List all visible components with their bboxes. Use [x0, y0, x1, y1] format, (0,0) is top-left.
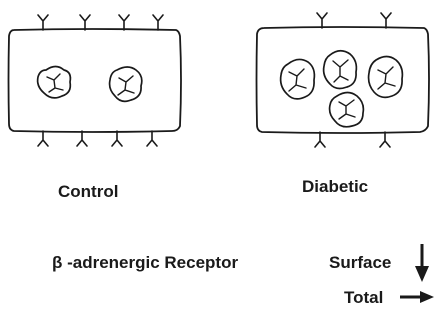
control-vesicle: [110, 67, 142, 101]
diabetic-label: Diabetic: [302, 177, 368, 197]
receptor-icon: [315, 132, 325, 147]
control-cell: [9, 15, 182, 146]
diabetic-vesicle: [281, 59, 315, 98]
diabetic-vesicle: [369, 57, 403, 98]
receptor-icon: [147, 131, 157, 146]
surface-down-arrow-icon: [415, 244, 429, 282]
receptor-icon: [380, 132, 390, 147]
control-receptors-top: [38, 15, 163, 30]
control-label: Control: [58, 182, 118, 202]
receptor-icon: [112, 131, 122, 146]
receptor-icon: [153, 15, 163, 30]
control-cell-membrane: [9, 29, 182, 132]
receptor-icon: [80, 15, 90, 30]
control-receptors-bottom: [38, 131, 157, 146]
control-vesicle: [38, 67, 71, 98]
receptor-label: β -adrenergic Receptor: [52, 253, 238, 273]
receptor-icon: [381, 13, 391, 28]
diabetic-receptors-top: [317, 13, 391, 28]
total-right-arrow-icon: [400, 291, 434, 303]
diabetic-cell: [257, 13, 430, 147]
receptor-icon: [38, 131, 48, 146]
receptor-icon: [317, 13, 327, 28]
surface-label: Surface: [329, 253, 391, 273]
receptor-icon: [119, 15, 129, 30]
diabetic-vesicle: [324, 51, 357, 89]
diabetic-vesicle: [330, 93, 364, 127]
receptor-icon: [38, 15, 48, 30]
diabetic-receptors-bottom: [315, 132, 390, 147]
total-label: Total: [344, 288, 383, 308]
receptor-icon: [77, 131, 87, 146]
